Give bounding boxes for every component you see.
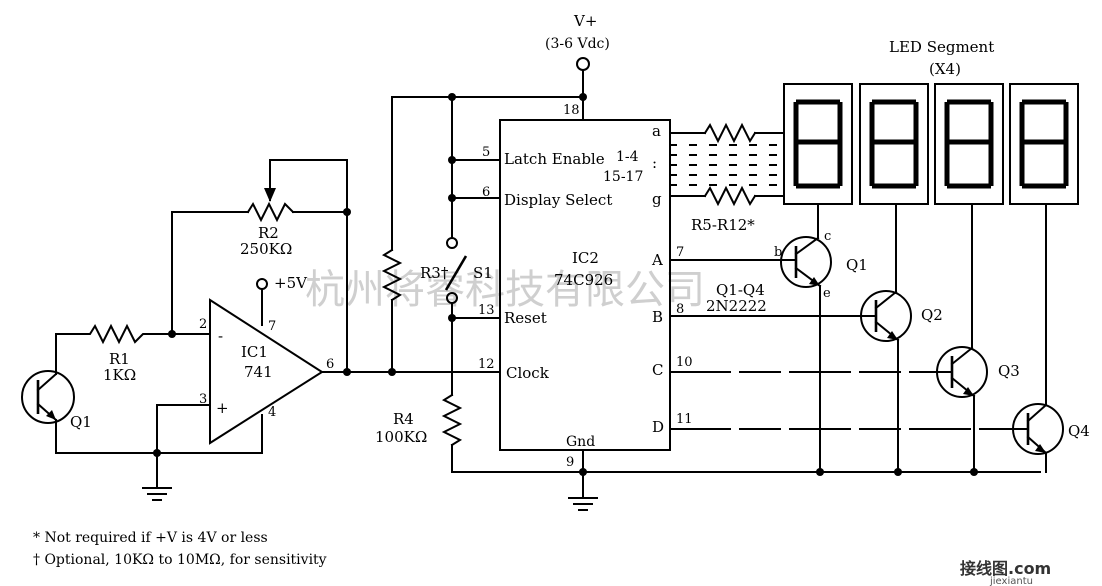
q1-e-label: e [823,286,831,301]
ic2-reset-label: Reset [504,309,547,327]
ic1-minus: - [218,327,223,345]
r2-name: R2 [258,224,279,242]
q4-driver-transistor [1012,403,1064,455]
r1-resistor [55,323,173,345]
watermark-site: 接线图.com [960,559,1051,578]
q-sensor-label: Q1 [70,413,92,431]
q3-driver-label: Q3 [998,362,1020,380]
r4-value: 100KΩ [375,428,427,446]
ic2-part: 74C926 [554,271,613,289]
s1-label: S1 [473,264,493,282]
ic2-pin5: 5 [482,145,490,160]
supply-label: V+ [573,12,597,30]
ic2-out-a: A [651,251,663,269]
wire-noninv-input [156,404,211,454]
q3-driver-transistor [936,346,988,398]
ic2-pin9: 9 [566,455,574,470]
led-digits [783,83,1079,205]
ic2-display-label: Display Select [504,191,612,209]
ic2-seg-a: a [652,122,661,140]
ic2-seg-pins-1: 1-4 [616,149,639,165]
junction [579,468,587,476]
ic2-pin6: 6 [482,185,490,200]
ic2-gnd-label: Gnd [566,434,595,450]
ic1-pin7: 7 [268,319,276,334]
led-title: LED Segment [889,38,994,56]
q1-driver-transistor [780,236,832,288]
watermark-site-small: jiexiantu [989,576,1033,586]
segment-lines [669,122,785,207]
ic1-pin4: 4 [268,405,276,420]
ic2-pin18: 18 [563,103,580,118]
q1-b-label: b [774,245,782,260]
ic1-pin3: 3 [199,392,207,407]
r2-resistor [246,201,295,223]
ic1-body [209,298,324,445]
r3-resistor [381,248,403,302]
r4-name: R4 [393,410,414,428]
r2-wiper-arrow [264,188,276,202]
ic2-out-c: C [652,361,663,379]
q1-sensor-transistor [21,370,75,424]
supply-range: (3-6 Vdc) [545,36,610,52]
q4-driver-label: Q4 [1068,422,1090,440]
q1-c-label: c [824,229,831,244]
led-digit-2 [859,83,929,205]
q2-driver-label: Q2 [921,306,943,324]
ic2-name: IC2 [572,249,599,267]
ic1-plus: + [216,399,229,417]
ic2-seg-dots: : [652,154,657,172]
ic2-pin7: 7 [676,245,684,260]
ic2-pin11: 11 [676,412,693,427]
ic2-clock-label: Clock [506,364,550,382]
r3-label: R3† [420,264,449,282]
q1-driver-label: Q1 [846,256,868,274]
q2-driver-transistor [860,290,912,342]
r2-value: 250KΩ [240,240,292,258]
r12-resistor [703,185,757,207]
ic1-name: IC1 [241,343,268,361]
ic2-pin10: 10 [676,355,693,370]
ic2-body [499,119,671,451]
plus5-label: +5V [274,274,308,292]
q-drivers-name: Q1-Q4 [716,281,765,299]
r5-r12-label: R5-R12* [691,216,755,234]
r5-resistor [703,122,757,144]
r1-name: R1 [109,350,130,368]
ic2-out-d: D [652,418,664,436]
note-1: * Not required if +V is 4V or less [33,530,268,546]
ic1-part: 741 [244,363,273,381]
ic2-pin13: 13 [478,303,495,318]
vplus-terminal [576,57,590,71]
ic2-pin8: 8 [676,302,684,317]
s1-contact-top [446,237,458,249]
q-drivers-part: 2N2222 [706,297,767,315]
ic2-out-b: B [652,308,663,326]
led-digit-3 [934,83,1004,205]
r1-value: 1KΩ [103,366,136,384]
ic2-seg-pins-2: 15-17 [603,169,643,185]
r4-resistor [441,393,463,447]
led-count: (X4) [929,60,961,78]
ic2-pin12: 12 [478,357,495,372]
watermark-text: 杭州将睿科技有限公司 [305,267,705,313]
s1-lever [444,255,468,291]
ic2-latch-label: Latch Enable [504,150,605,168]
note-2: † Optional, 10KΩ to 10MΩ, for sensitivit… [33,552,327,568]
wire-r2-wiper [269,159,348,373]
led-digit-4 [1009,83,1079,205]
ic2-seg-g: g [652,190,662,208]
plus5-terminal [256,278,268,290]
ic1-pin6: 6 [326,357,334,372]
ic1-pin2: 2 [199,317,207,332]
